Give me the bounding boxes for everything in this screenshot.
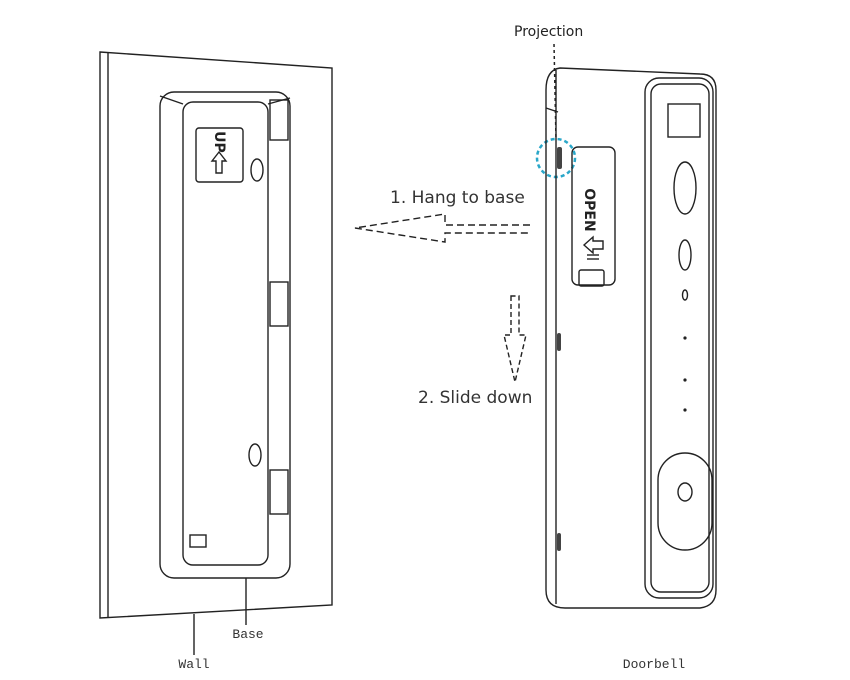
open-arrow-icon [582, 235, 604, 255]
open-text: OPEN [581, 188, 597, 231]
step1-label: 1. Hang to base [390, 188, 525, 208]
base-label: Base [232, 627, 263, 642]
battery-cover: OPEN [571, 146, 616, 287]
hang-arrow-icon [354, 213, 530, 243]
doorbell: OPEN [545, 67, 717, 609]
up-arrow-icon [210, 150, 228, 174]
wall [99, 51, 333, 619]
doorbell-label: Doorbell [623, 657, 686, 672]
step2-label: 2. Slide down [418, 388, 532, 408]
wall-label: Wall [178, 657, 209, 672]
up-marking: UP [195, 127, 244, 183]
sensor [678, 239, 692, 271]
up-text: UP [211, 131, 227, 153]
projection-label: Projection [514, 24, 583, 40]
base-bracket: UP [159, 91, 291, 579]
camera-lens [673, 161, 697, 215]
bell-icon [677, 482, 693, 502]
slide-down-arrow-icon [503, 295, 527, 383]
doorbell-button [657, 452, 713, 551]
display-window [667, 103, 701, 138]
